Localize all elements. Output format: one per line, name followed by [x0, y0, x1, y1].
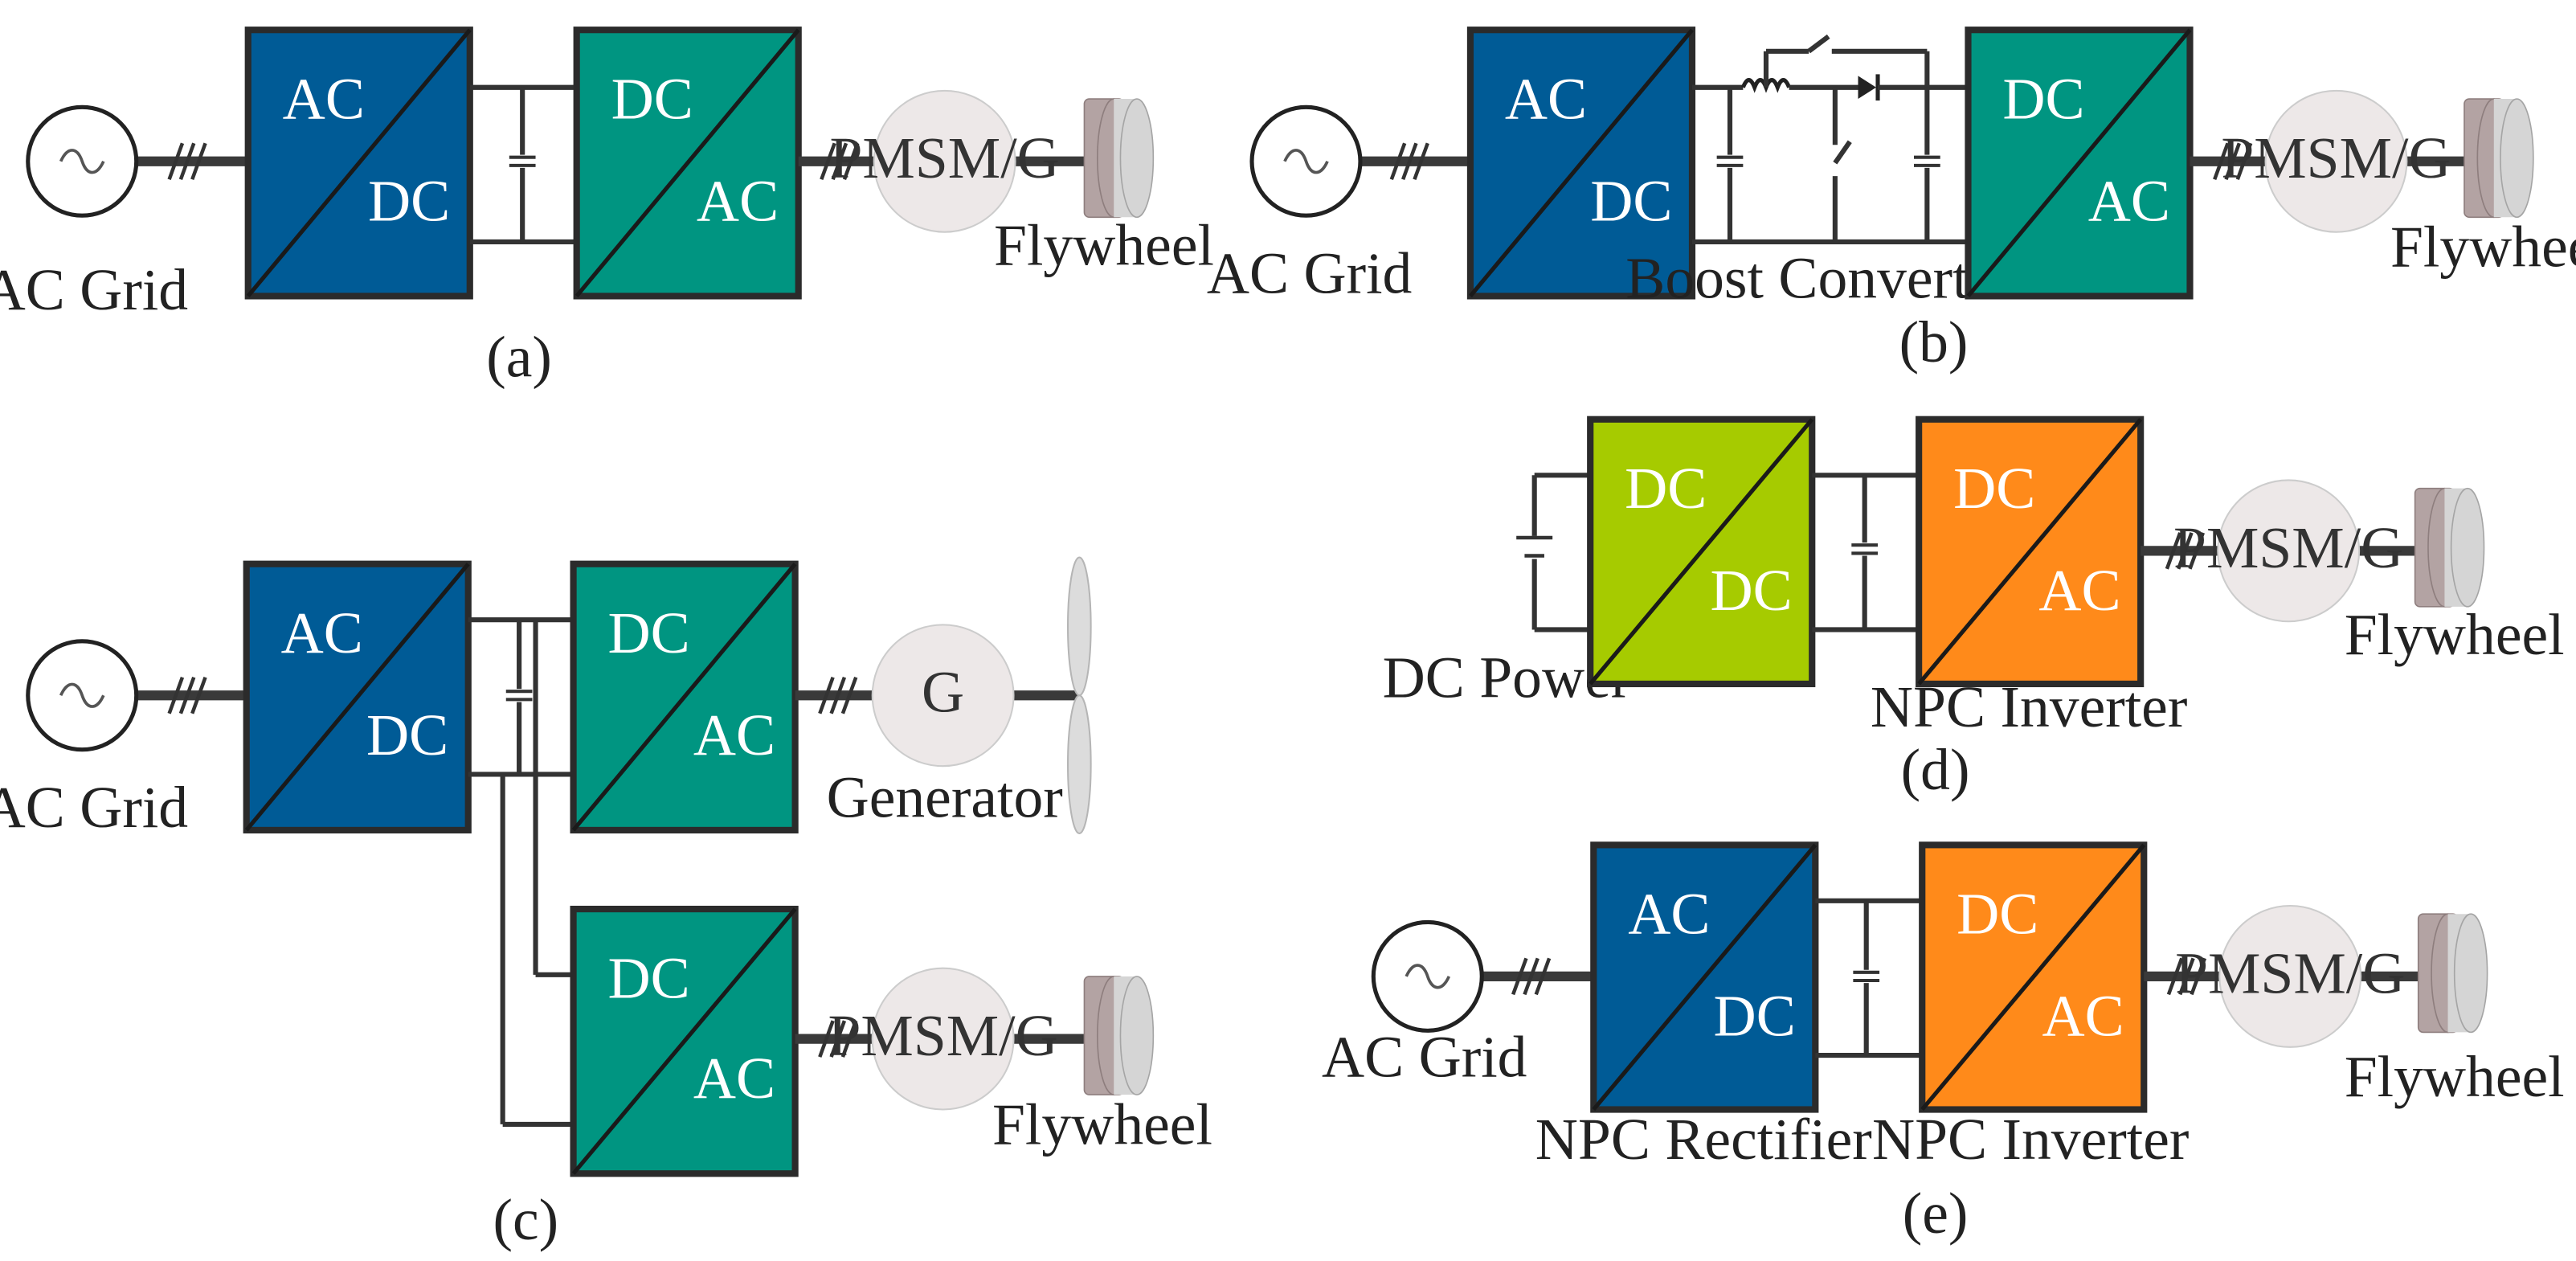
flywheel-label: Flywheel: [992, 1091, 1212, 1157]
pmsm-label: PMSM/G: [828, 1002, 1057, 1068]
box-label-dc: DC: [1714, 983, 1796, 1049]
capacitor-icon: [1914, 158, 1940, 166]
ac-grid-label: AC Grid: [0, 774, 188, 840]
pmsm-machine-icon: [873, 89, 1016, 233]
box-label-ac: AC: [1505, 66, 1587, 132]
generator-label: Generator: [827, 764, 1063, 830]
pmsm-machine-icon: [2218, 904, 2362, 1048]
box-label-dc: DC: [611, 66, 693, 132]
pmsm-label: PMSM/G: [830, 125, 1060, 190]
three-phase-symbol: [1513, 958, 1549, 994]
npc-inverter-label: NPC Inverter: [1871, 673, 2187, 739]
panel-e: AC Grid AC DC NPC Rectifier DC AC NPC In…: [1322, 841, 2565, 1246]
panel-a: AC Grid AC DC DC AC PMSM/G Flywheel (a): [0, 27, 1214, 390]
ac-source-icon: [28, 107, 137, 215]
ac-source-icon: [1252, 107, 1360, 215]
switch-icon: [1807, 34, 1830, 54]
caption-a: (a): [486, 324, 552, 390]
caption-e: (e): [1903, 1180, 1969, 1246]
dc-link: [1812, 473, 1920, 633]
box-label-dc: DC: [1957, 881, 2038, 947]
flywheel-icon: [2414, 487, 2485, 608]
pmsm-label: PMSM/G: [2175, 940, 2405, 1005]
ac-source-icon: [1373, 922, 1482, 1030]
flywheel-label: Flywheel: [2345, 601, 2565, 667]
pmsm-machine-icon: [2217, 479, 2361, 623]
generator-g-label: G: [922, 659, 964, 725]
capacitor-icon: [1717, 158, 1744, 166]
dc-link: [469, 84, 577, 245]
box-label-dc: DC: [2002, 66, 2084, 132]
dc-link: [1815, 898, 1923, 1058]
switch-icon: [1833, 140, 1852, 165]
box-label-dc: DC: [1953, 455, 2035, 521]
box-label-ac: AC: [693, 702, 775, 768]
pmsm-label: PMSM/G: [2221, 125, 2451, 190]
flywheel-icon: [1083, 975, 1155, 1096]
panel-c: AC Grid AC DC DC AC G Generator: [0, 556, 1212, 1252]
three-phase-symbol: [820, 678, 856, 714]
three-phase-symbol: [1392, 143, 1428, 179]
flywheel-label: Flywheel: [2390, 214, 2576, 280]
caption-d: (d): [1901, 736, 1970, 802]
ac-grid-label: AC Grid: [0, 256, 188, 322]
ac-grid-label: AC Grid: [1207, 240, 1413, 305]
box-label-ac: AC: [693, 1045, 775, 1111]
boost-converter: [1691, 34, 1969, 245]
box-label-ac: AC: [281, 600, 363, 665]
generator-icon: [871, 624, 1015, 768]
panel-b: AC Grid AC DC: [1207, 27, 2576, 375]
pmsm-machine-icon: [2264, 89, 2408, 233]
ac-grid-label: AC Grid: [1322, 1024, 1527, 1090]
capacitor-icon: [1851, 545, 1878, 553]
box-label-dc: DC: [366, 702, 448, 768]
capacitor-icon: [509, 158, 536, 166]
flywheel-icon: [2417, 913, 2488, 1034]
shared-dc-bus: [468, 617, 574, 1127]
box-label-ac: AC: [697, 167, 779, 233]
capacitor-icon: [1853, 972, 1879, 981]
diode-icon: [1858, 76, 1876, 100]
three-phase-symbol: [170, 678, 206, 714]
box-label-dc: DC: [1710, 557, 1792, 623]
box-label-dc: DC: [368, 167, 450, 233]
box-label-ac: AC: [2088, 167, 2170, 233]
caption-b: (b): [1899, 309, 1969, 375]
npc-inverter-label: NPC Inverter: [1872, 1106, 2189, 1172]
box-label-ac: AC: [2038, 557, 2120, 623]
turbine-blades-icon: [1066, 556, 1092, 835]
pmsm-label: PMSM/G: [2173, 514, 2403, 580]
ac-source-icon: [28, 641, 137, 750]
flywheel-label: Flywheel: [2345, 1043, 2565, 1109]
flywheel-icon: [2463, 98, 2534, 219]
npc-rectifier-label: NPC Rectifier: [1535, 1106, 1872, 1172]
box-label-ac: AC: [283, 66, 365, 132]
box-label-dc: DC: [608, 944, 690, 1010]
box-label-dc: DC: [1625, 455, 1707, 521]
three-phase-symbol: [170, 143, 206, 179]
box-label-dc: DC: [1590, 167, 1672, 233]
boost-converter-label: Boost Converter: [1625, 244, 2014, 310]
flywheel-label: Flywheel: [994, 212, 1214, 278]
box-label-ac: AC: [2042, 983, 2124, 1049]
dc-power-source: [1516, 473, 1591, 633]
flywheel-icon: [1083, 98, 1155, 219]
caption-c: (c): [493, 1186, 558, 1252]
panel-d: DC Power DC DC DC AC NPC Inverter PMSM/G…: [1383, 416, 2565, 802]
pmsm-machine-icon: [871, 967, 1015, 1111]
box-label-dc: DC: [608, 600, 690, 665]
box-label-ac: AC: [1628, 881, 1710, 947]
capacitor-icon: [506, 691, 533, 699]
